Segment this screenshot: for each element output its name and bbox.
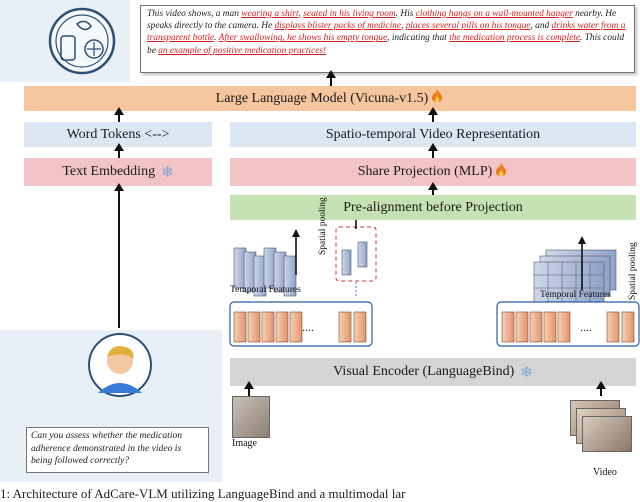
highlighted-phrase: places several pills on his tongue xyxy=(405,21,531,32)
highlighted-phrase: seated in his living room xyxy=(303,9,396,19)
highlighted-phrase: drinks water from a transparent bottle xyxy=(147,21,626,44)
arrow-tokens-to-llm xyxy=(114,107,124,122)
figure-caption: 1: Architecture of AdCare-VLM utilizing … xyxy=(0,486,406,501)
output-text-span: nearby. He speaks directly to the camera… xyxy=(147,9,617,32)
output-text-span: , indicating that xyxy=(387,33,450,44)
highlighted-phrase: wearing a shirt xyxy=(241,9,299,19)
output-text-span: , and xyxy=(530,21,552,32)
llm-bar: Large Language Model (Vicuna-v1.5) xyxy=(24,86,636,111)
highlighted-phrase: After swallowing, he shows his empty ton… xyxy=(218,33,388,44)
ellipsis-right: .... xyxy=(580,320,592,334)
feature-cubes-diagram xyxy=(229,220,640,347)
output-text-span: . His xyxy=(395,9,416,19)
visual-encoder-label: Visual Encoder (LanguageBind) xyxy=(333,364,515,379)
output-text-span: , xyxy=(401,21,406,32)
output-text-span: , xyxy=(298,9,304,19)
highlighted-phrase: the medication process is complete xyxy=(449,33,580,44)
snowflake-icon: ❄ xyxy=(161,164,174,181)
output-text-span: . xyxy=(214,33,219,44)
video-input-frames[interactable] xyxy=(570,400,634,460)
image-input-thumbnail[interactable] xyxy=(232,396,270,438)
arrow-prealign-to-projection xyxy=(428,182,438,195)
temporal-features-right-label: Temporal Features xyxy=(540,290,611,300)
person-avatar-icon xyxy=(88,333,152,397)
llm-label: Large Language Model (Vicuna-v1.5) xyxy=(215,90,429,106)
highlighted-phrase: clothing hangs on a wall-mounted hanger xyxy=(415,9,573,19)
pre-alignment-label: Pre-alignment before Projection xyxy=(343,199,523,215)
highlighted-phrase: an example of positive medication practi… xyxy=(158,45,327,56)
text-embedding-bar: Text Embedding ❄ xyxy=(24,158,212,186)
fire-icon xyxy=(494,162,508,183)
temporal-feature-stack-left xyxy=(233,247,297,297)
llm-output-text: This video shows, a man wearing a shirt,… xyxy=(140,5,635,73)
arrow-video-rep-to-llm xyxy=(428,107,438,122)
fire-icon xyxy=(430,88,444,109)
highlighted-phrase: displays blister packs of medicine xyxy=(274,21,402,32)
ellipsis-left: .... xyxy=(302,320,314,334)
text-embedding-label: Text Embedding xyxy=(62,164,156,179)
image-label: Image xyxy=(232,438,257,449)
medical-logo-icon xyxy=(47,6,117,76)
share-projection-bar: Share Projection (MLP) xyxy=(230,158,636,186)
snowflake-icon: ❄ xyxy=(520,364,533,381)
arrow-image-to-encoder xyxy=(244,381,254,396)
video-label: Video xyxy=(593,467,617,478)
visual-encoder-bar: Visual Encoder (LanguageBind) ❄ xyxy=(230,358,636,386)
output-text-span: . This could be xyxy=(147,33,625,56)
temporal-feature-stack-right xyxy=(533,249,617,303)
user-question: Can you assess whether the medication ad… xyxy=(26,427,209,473)
spatial-pooling-left-label: Spatial pooling xyxy=(318,197,328,255)
arrow-question-to-embedding xyxy=(114,183,124,328)
video-representation-label: Spatio-temporal Video Representation xyxy=(325,126,541,142)
spatial-pooling-right-label: Spatial pooling xyxy=(628,242,638,300)
word-tokens-label: Word Tokens <--> xyxy=(66,126,170,142)
video-representation-bar: Spatio-temporal Video Representation xyxy=(230,122,636,147)
pre-alignment-bar: Pre-alignment before Projection xyxy=(230,195,636,220)
word-tokens-bar: Word Tokens <--> xyxy=(24,122,212,147)
output-text-span: This video shows, a man xyxy=(147,9,242,19)
arrow-llm-to-output xyxy=(326,70,336,86)
arrow-projection-to-rep xyxy=(428,143,438,158)
arrow-video-to-encoder xyxy=(596,381,606,396)
arrow-embedding-to-tokens xyxy=(114,143,124,158)
temporal-features-left-label: Temporal Features xyxy=(230,285,301,295)
share-projection-label: Share Projection (MLP) xyxy=(357,164,493,179)
